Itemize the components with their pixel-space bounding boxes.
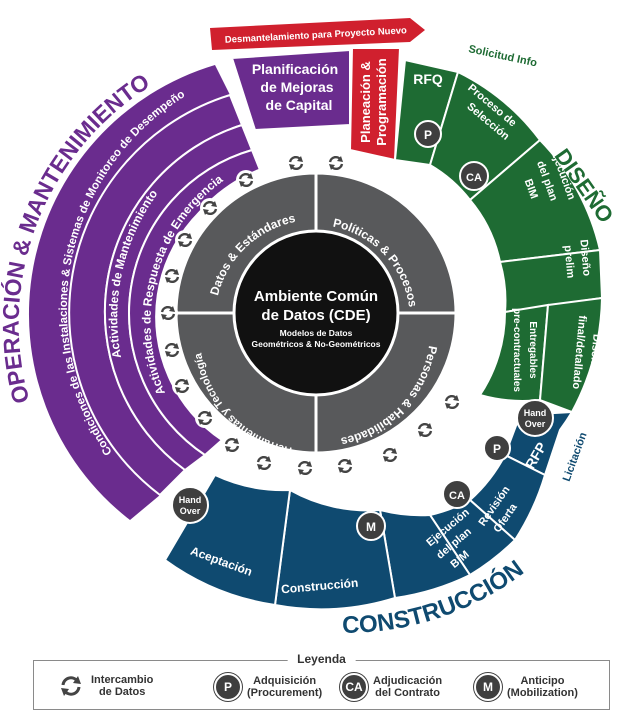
svg-text:P: P <box>424 128 432 142</box>
exchange-icon <box>220 433 244 457</box>
m-badge-icon: M <box>474 673 502 701</box>
badge-ca-construction: CA <box>442 479 472 509</box>
svg-text:M: M <box>366 520 376 534</box>
center-title-line1: Ambiente Común <box>254 288 378 305</box>
legend: Leyenda Intercambio de Datos P Adquisici… <box>33 652 610 710</box>
legend-title: Leyenda <box>287 652 356 666</box>
svg-text:Hand: Hand <box>524 408 547 418</box>
badge-handover-design: Hand Over <box>516 399 554 437</box>
cde-center: Ambiente Común de Datos (CDE) Modelos de… <box>232 229 400 397</box>
svg-text:Over: Over <box>525 419 546 429</box>
svg-text:CA: CA <box>449 490 465 502</box>
planeacion-line2: Programación <box>374 58 389 145</box>
planificacion-line1: Planificación <box>252 61 338 77</box>
exchange-icon <box>333 454 357 478</box>
svg-text:P: P <box>493 442 501 456</box>
svg-text:CA: CA <box>466 172 482 184</box>
desmantelamiento-banner: Desmantelamiento para Proyecto Nuevo <box>210 18 425 50</box>
design-phase-band <box>393 58 604 414</box>
rfq-label: RFQ <box>413 71 443 87</box>
badge-p-construction: P <box>483 434 511 462</box>
operation-phase-band <box>28 65 264 520</box>
diseno-prelim-line1: Diseño <box>577 239 592 277</box>
planificacion-block: Planificación de Mejoras de Capital <box>230 48 351 132</box>
legend-item-mobilization: M Anticipo (Mobilization) <box>474 673 578 701</box>
construction-phase-band <box>163 410 574 611</box>
exchange-icon <box>440 390 464 414</box>
exchange-icon <box>193 406 217 430</box>
exchange-icon <box>234 168 258 192</box>
entregables-line2: pre-contractuales <box>511 308 522 392</box>
exchange-icon <box>413 418 437 442</box>
exchange-icon <box>252 451 276 475</box>
planificacion-line2: de Mejoras <box>260 79 333 95</box>
legend-contract-label: Adjudicación del Contrato <box>373 675 443 699</box>
exchange-icon <box>170 374 194 398</box>
svg-text:Over: Over <box>180 506 201 516</box>
center-subtitle-line2: Geométricos & No-Geométricos <box>252 339 381 349</box>
p-badge-icon: P <box>214 673 242 701</box>
legend-mobilization-label: Anticipo (Mobilization) <box>507 675 578 699</box>
exchange-icon <box>378 443 402 467</box>
legend-item-contract: CA Adjudicación del Contrato <box>340 673 442 701</box>
exchange-icon <box>293 456 317 480</box>
badge-p-design: P <box>414 120 442 148</box>
legend-exchange-label: Intercambio de Datos <box>91 674 154 698</box>
solicitud-info-label: Solicitud Info <box>467 43 538 69</box>
badge-handover-operation: Hand Over <box>171 486 209 524</box>
exchange-icon <box>198 196 222 220</box>
exchange-icon <box>173 228 197 252</box>
ca-badge-icon: CA <box>340 673 368 701</box>
exchange-icon <box>160 338 184 362</box>
svg-text:Hand: Hand <box>179 495 202 505</box>
diseno-final-line1: Diseño <box>587 333 602 371</box>
exchange-icon <box>160 264 184 288</box>
planeacion-segment: Planeación & Programación <box>348 47 402 162</box>
exchange-icon <box>284 151 308 175</box>
cde-wheel-diagram: Planificación de Mejoras de Capital Desm… <box>0 18 618 639</box>
construccion-label: Construcción <box>281 576 359 597</box>
legend-procurement-label: Adquisición (Procurement) <box>247 675 323 699</box>
licitacion-label: Licitación <box>561 431 590 484</box>
entregables-line1: Entregables <box>527 321 538 379</box>
exchange-icon <box>156 301 180 325</box>
diseno-prelim-line2: prelim <box>562 245 577 279</box>
exchange-icon <box>61 676 81 696</box>
center-subtitle-line1: Modelos de Datos <box>280 328 353 338</box>
exchange-icon <box>324 151 348 175</box>
badge-m-construction: M <box>356 511 386 541</box>
badge-ca-design: CA <box>459 161 489 191</box>
center-title-line2: de Datos (CDE) <box>261 307 370 324</box>
planificacion-line3: de Capital <box>266 97 333 113</box>
legend-item-exchange: Intercambio de Datos <box>56 673 153 699</box>
planeacion-line1: Planeación & <box>358 61 373 143</box>
legend-item-procurement: P Adquisición (Procurement) <box>214 673 322 701</box>
